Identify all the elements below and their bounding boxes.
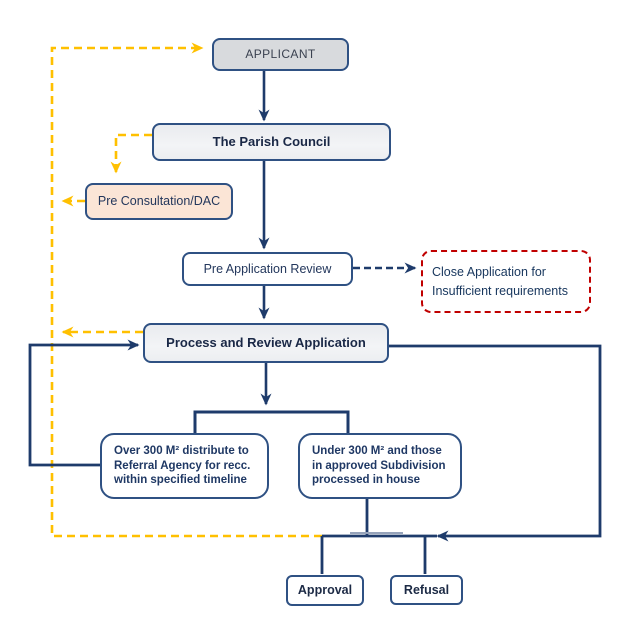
node-under-300: Under 300 M² and those in approved Subdi…: [298, 433, 462, 499]
node-pre-application-review: Pre Application Review: [182, 252, 353, 286]
node-parish-council: The Parish Council: [152, 123, 391, 161]
node-close-application: Close Application for Insufficient requi…: [421, 250, 591, 313]
node-refusal: Refusal: [390, 575, 463, 605]
node-applicant: APPLICANT: [212, 38, 349, 71]
node-process-and-review: Process and Review Application: [143, 323, 389, 363]
node-over-300: Over 300 M² distribute to Referral Agenc…: [100, 433, 269, 499]
arrow-parish-to-preconsultation: [110, 133, 152, 174]
node-approval: Approval: [286, 575, 364, 606]
feedback-loop-to-applicant: [50, 42, 322, 538]
loop-process-right-to-junction: [389, 344, 602, 542]
split-bar: [193, 410, 350, 433]
loop-over300-to-process: [28, 339, 140, 467]
node-pre-consultation: Pre Consultation/DAC: [85, 183, 233, 220]
